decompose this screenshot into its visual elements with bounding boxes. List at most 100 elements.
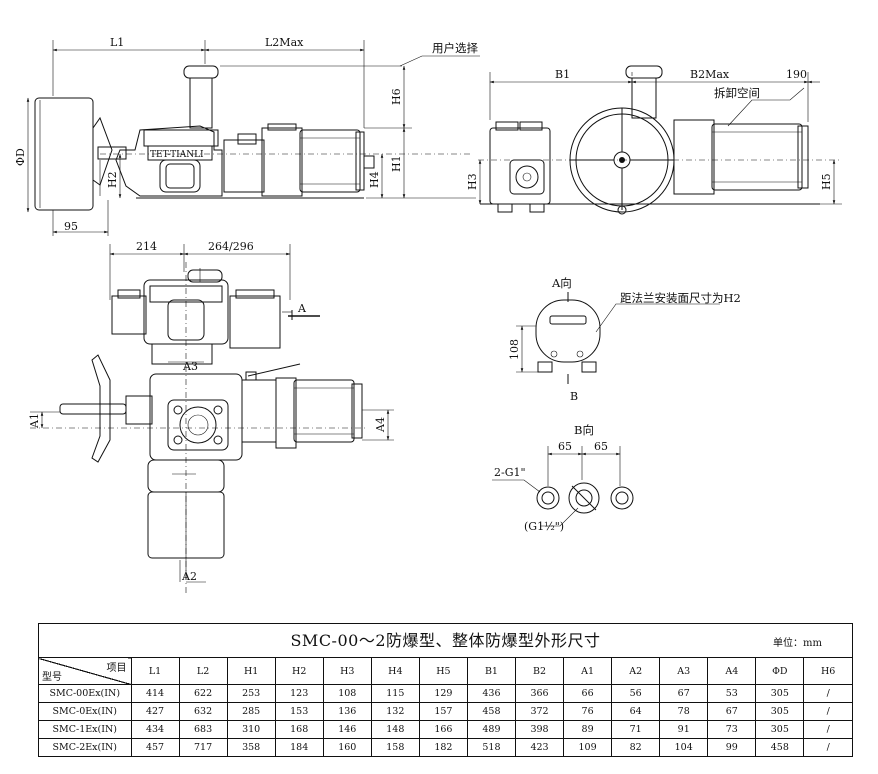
value-cell: 109 [563, 738, 613, 756]
value-cell: 129 [418, 684, 468, 703]
dim-a2: A2 [181, 570, 197, 583]
value-cell: 458 [755, 738, 805, 756]
view-a: A向 108 B 距法兰安装面尺寸为H2 [508, 276, 741, 403]
value-cell: 71 [611, 720, 661, 739]
dim-65-right: 65 [594, 440, 608, 453]
dim-b1: B1 [555, 68, 570, 81]
dim-108: 108 [508, 339, 521, 360]
dim-l2max: L2Max [265, 36, 304, 49]
label-a: A [297, 302, 307, 315]
value-cell: 115 [370, 684, 420, 703]
value-cell: 82 [611, 738, 661, 756]
dim-a1: A1 [28, 413, 41, 429]
value-cell: 53 [707, 684, 757, 703]
value-cell: / [803, 702, 852, 721]
value-cell: 56 [611, 684, 661, 703]
value-cell: 414 [130, 684, 180, 703]
value-cell: 104 [659, 738, 709, 756]
value-cell: 310 [226, 720, 276, 739]
dim-h6: H6 [390, 88, 403, 105]
column-header: B2 [514, 657, 565, 685]
value-cell: 184 [274, 738, 324, 756]
dim-h1: H1 [390, 155, 403, 172]
value-cell: 123 [274, 684, 324, 703]
column-header: B1 [466, 657, 517, 685]
value-cell: 157 [418, 702, 468, 721]
dim-190: 190 [786, 68, 807, 81]
value-cell: 67 [659, 684, 709, 703]
value-cell: 372 [514, 702, 565, 721]
dim-214: 214 [136, 240, 157, 253]
value-cell: 423 [514, 738, 565, 756]
value-cell: 136 [322, 702, 372, 721]
value-cell: 160 [322, 738, 372, 756]
value-cell: 146 [322, 720, 372, 739]
value-cell: 132 [370, 702, 420, 721]
value-cell: 148 [370, 720, 420, 739]
dim-264-296: 264/296 [208, 240, 254, 253]
view-b-title: B向 [574, 423, 594, 437]
front-view: 214 264/296 A A3 [28, 240, 394, 595]
value-cell: 717 [178, 738, 228, 756]
value-cell: 632 [178, 702, 228, 721]
column-header: ΦD [755, 657, 805, 685]
value-cell: / [803, 720, 852, 739]
table-title: SMC-00～2防爆型、整体防爆型外形尺寸 [39, 624, 852, 658]
value-cell: 78 [659, 702, 709, 721]
technical-drawing: TET-TIANLI L1 L2Max 用户选择 H6 [14, 36, 842, 595]
value-cell: 398 [514, 720, 565, 739]
g1-half-label: (G1½") [524, 520, 564, 533]
rear-view: B1 B2Max 190 拆卸空间 H3 H5 [466, 65, 842, 215]
corner-top-label: 项目 [106, 663, 127, 674]
model-cell: SMC-2Ex(IN) [39, 738, 132, 756]
corner-bottom-label: 型号 [42, 672, 62, 683]
value-cell: 66 [563, 684, 613, 703]
value-cell: 91 [659, 720, 709, 739]
value-cell: 285 [226, 702, 276, 721]
g1-label: 2-G1" [494, 466, 526, 479]
removal-space-label: 拆卸空间 [714, 86, 760, 100]
dim-65-left: 65 [558, 440, 572, 453]
value-cell: 168 [274, 720, 324, 739]
value-cell: 73 [707, 720, 757, 739]
side-view: TET-TIANLI L1 L2Max 用户选择 H6 [14, 36, 480, 236]
dim-h4: H4 [368, 171, 381, 188]
view-a-title: A向 [551, 276, 572, 290]
value-cell: 358 [226, 738, 276, 756]
column-header: A2 [611, 657, 661, 685]
value-cell: 166 [418, 720, 468, 739]
column-header: A4 [707, 657, 757, 685]
corner-header: 项目 型号 [39, 657, 132, 685]
column-header: H2 [274, 657, 324, 685]
value-cell: 366 [514, 684, 565, 703]
column-header: H1 [226, 657, 276, 685]
value-cell: 64 [611, 702, 661, 721]
value-cell: 158 [370, 738, 420, 756]
dim-95: 95 [64, 220, 78, 233]
dim-h2: H2 [106, 171, 119, 188]
column-header: L1 [130, 657, 180, 685]
column-header: H5 [418, 657, 468, 685]
flange-note: 距法兰安装面尺寸为H2 [620, 291, 741, 305]
dim-l1: L1 [110, 36, 124, 49]
dim-h5: H5 [820, 173, 833, 190]
value-cell: 436 [466, 684, 517, 703]
value-cell: 622 [178, 684, 228, 703]
value-cell: 457 [130, 738, 180, 756]
value-cell: 182 [418, 738, 468, 756]
value-cell: 518 [466, 738, 517, 756]
column-header: H4 [370, 657, 420, 685]
value-cell: 458 [466, 702, 517, 721]
value-cell: 427 [130, 702, 180, 721]
dim-phi-d: ΦD [14, 148, 27, 166]
value-cell: 305 [755, 702, 805, 721]
value-cell: 108 [322, 684, 372, 703]
model-cell: SMC-0Ex(IN) [39, 702, 132, 721]
